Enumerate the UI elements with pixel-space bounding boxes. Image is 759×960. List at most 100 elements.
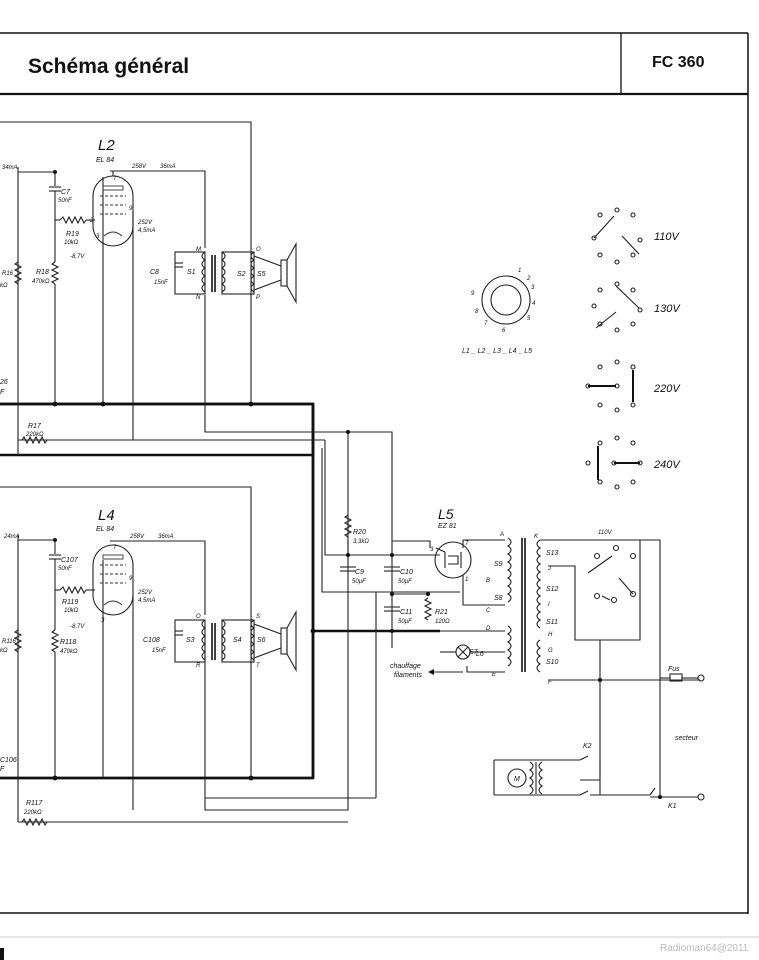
- term-n: N: [196, 295, 201, 301]
- socket-pin-1: 1: [518, 268, 521, 274]
- tube-l4-screen-voltage: 252V: [137, 590, 153, 596]
- mains-label: secteur: [675, 735, 699, 742]
- socket-pin-4: 4: [532, 301, 536, 307]
- c107-value: 50nF: [58, 566, 72, 572]
- term-j: J: [547, 566, 552, 572]
- selector-130v: 130V: [591, 281, 681, 333]
- r17-name: R17: [28, 423, 42, 430]
- tube-l2-screen-voltage: 252V: [137, 220, 153, 226]
- c10-name: C10: [400, 569, 413, 576]
- socket-pin-9: 9: [471, 291, 475, 297]
- heater-label-1: chauffage: [390, 663, 421, 670]
- s5-label: S5: [257, 271, 266, 278]
- term-i: I: [548, 602, 550, 608]
- motor-label: M: [514, 776, 520, 783]
- tube-l4-screen-current: 4,5mA: [138, 598, 155, 604]
- term-s: S: [256, 614, 260, 620]
- selector-240v: 240V: [585, 435, 681, 490]
- selector-110v: 110V: [591, 207, 681, 265]
- s11-label: S11: [546, 619, 558, 626]
- selector-110v-label: 110V: [654, 231, 681, 243]
- tube-l4-grid-voltage: -8,7V: [70, 624, 85, 630]
- c106-unit: F: [0, 766, 5, 773]
- term-r: R: [196, 663, 201, 669]
- r21-name: R21: [435, 609, 448, 616]
- s1-label: S1: [187, 269, 196, 276]
- l4-cathode-current: 24mA: [3, 534, 20, 540]
- c9-value: 50µF: [352, 579, 366, 585]
- c6-name: 26: [0, 379, 8, 386]
- r20-value: 3,3kΩ: [353, 539, 369, 545]
- tube-l4-type: EL 84: [96, 526, 114, 533]
- c9-name: C9: [355, 569, 364, 576]
- tube-l4-pin3: 3: [101, 618, 105, 624]
- r117-value: 220kΩ: [23, 810, 42, 816]
- socket-pin-5: 5: [527, 316, 531, 322]
- output-transformer-2: C108 15nF S3 S4 S6 O R S T: [143, 609, 297, 673]
- s13-label: S13: [546, 550, 559, 557]
- r117-name: R117: [26, 800, 43, 807]
- rectifier-l5: L5 EZ 81 3 7 1: [430, 506, 505, 606]
- c108-name: C108: [143, 637, 160, 644]
- heater-label-2: filaments: [394, 672, 423, 679]
- r17-value: 220kΩ: [25, 432, 44, 438]
- r18-name: R18: [36, 269, 49, 276]
- model-code: FC 360: [652, 54, 705, 71]
- l2-cathode-current: 34mA: [2, 165, 18, 171]
- term-e: E: [492, 672, 497, 678]
- r19-name: R19: [66, 231, 79, 238]
- tube-l5-pin3: 3: [430, 547, 434, 553]
- term-k: K: [534, 534, 539, 540]
- term-t: T: [256, 663, 261, 669]
- c8-name: C8: [150, 269, 159, 276]
- tube-socket-diagram: 1 2 3 4 5 6 7 8 9 L1 _ L2 _ L3 _ L4 _ L5: [462, 268, 536, 355]
- c106-name: C106: [0, 757, 17, 764]
- term-b: B: [486, 578, 490, 584]
- c6-unit: F: [0, 389, 5, 396]
- tube-l5-label: L5: [438, 506, 454, 522]
- r119-name: R119: [62, 599, 78, 606]
- switch-k2-label: K2: [583, 743, 592, 750]
- r116-name: R116: [2, 639, 17, 645]
- power-supply-filter: R20 3,3kΩ C9 50µF C10 50µF C11 50µF R21 …: [310, 430, 450, 634]
- r119-value: 10kΩ: [64, 608, 79, 614]
- watermark: Radioman64@2011: [660, 943, 749, 954]
- term-g: G: [548, 648, 553, 654]
- s2-label: S2: [237, 271, 246, 278]
- tube-l4-pin9: 9: [129, 576, 133, 582]
- c107-name: C107: [61, 557, 79, 564]
- selector-240v-label: 240V: [653, 459, 681, 471]
- c10-value: 50µF: [398, 579, 412, 585]
- r21-value: 120Ω: [435, 619, 450, 625]
- term-o: O: [196, 614, 201, 620]
- tap-110v: 110V: [598, 530, 613, 536]
- c11-name: C11: [400, 609, 412, 616]
- r19-value: 10kΩ: [64, 240, 79, 246]
- r18-value: 470kΩ: [32, 279, 50, 285]
- tube-l4: L4 EL 84 258V 36mA 252V 4,5mA -8,7V 7 9 …: [70, 507, 174, 630]
- tube-l2-pin7: 7: [113, 176, 117, 182]
- s3-label: S3: [186, 637, 195, 644]
- page-title: Schéma général: [28, 55, 189, 78]
- switch-k1-label: K1: [668, 803, 677, 810]
- term-h: H: [548, 632, 553, 638]
- c8-value: 15nF: [154, 280, 168, 286]
- socket-pin-6: 6: [502, 328, 506, 334]
- tube-l4-anode-voltage: 258V: [129, 534, 145, 540]
- r16-value: kΩ: [0, 283, 8, 289]
- tube-l2-pin3: 3: [96, 234, 100, 240]
- output-transformer-1: C8 15nF S1 S2 S5 M N O P: [150, 241, 297, 305]
- s12-label: S12: [546, 586, 559, 593]
- r116-value: kΩ: [0, 648, 8, 654]
- c7-name: C7: [61, 189, 71, 196]
- footer: Radioman64@2011: [0, 936, 759, 960]
- s10-label: S10: [546, 659, 559, 666]
- selector-220v-label: 220V: [653, 383, 681, 395]
- s4-label: S4: [233, 637, 242, 644]
- term-c: C: [486, 608, 491, 614]
- tube-l2-label: L2: [98, 137, 115, 154]
- c7-value: 50nF: [58, 198, 72, 204]
- tube-l4-anode-current: 36mA: [158, 534, 174, 540]
- term-d: D: [486, 626, 491, 632]
